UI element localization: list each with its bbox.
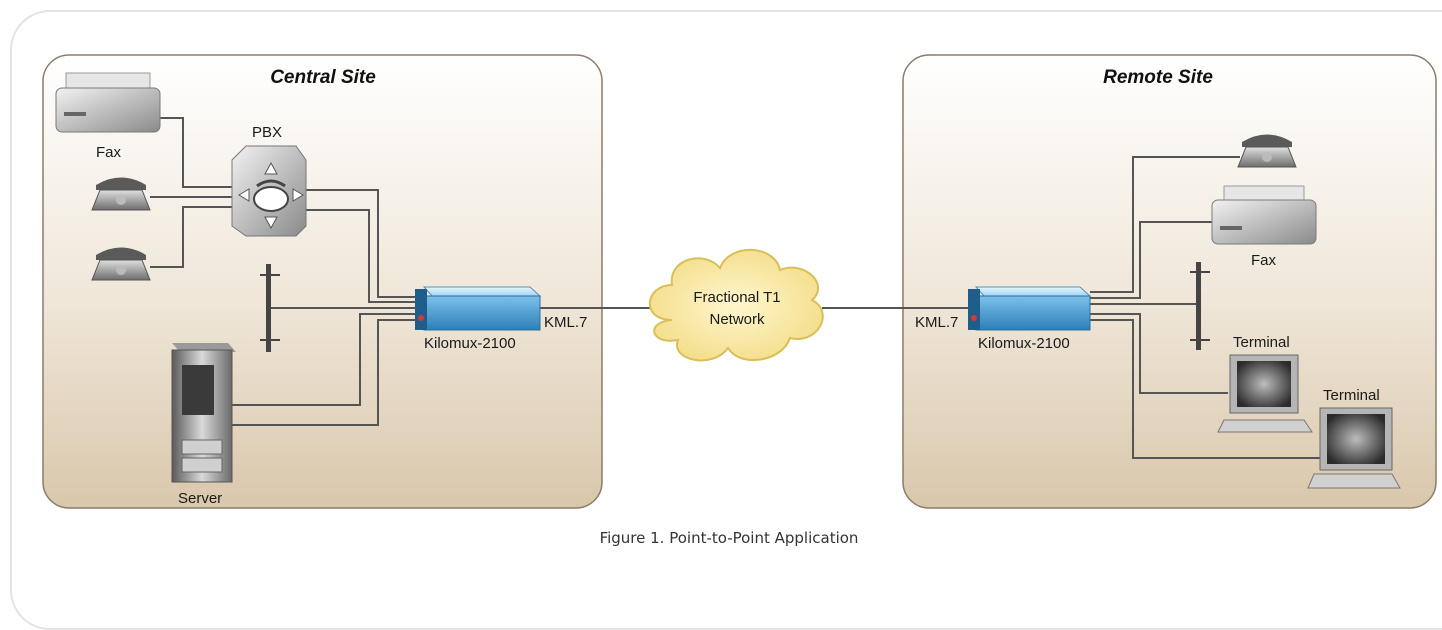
- central-kilomux-icon: [415, 286, 542, 331]
- remote-site-title: Remote Site: [1103, 67, 1213, 88]
- network-diagram: Central Site Remote Site Fax PBX: [42, 54, 1437, 547]
- remote-kilomux-label: Kilomux-2100: [978, 335, 1070, 352]
- network-label-line2: Network: [709, 311, 765, 328]
- central-kilomux-label: Kilomux-2100: [424, 335, 516, 352]
- remote-link-label: KML.7: [915, 314, 958, 331]
- terminal-1-label: Terminal: [1233, 334, 1290, 351]
- pbx-icon: [231, 145, 307, 237]
- remote-fax-icon: [1211, 185, 1317, 245]
- remote-data-bus-icon: [1190, 262, 1210, 350]
- central-fax-icon: [55, 72, 161, 133]
- remote-site-panel: [902, 54, 1437, 509]
- central-fax-label: Fax: [96, 144, 122, 161]
- terminal-1-icon: [1217, 354, 1313, 433]
- remote-phone-icon: [1237, 134, 1297, 168]
- server-label: Server: [178, 490, 222, 507]
- central-site-title: Central Site: [270, 67, 376, 88]
- remote-wiring: [822, 156, 1320, 459]
- central-phone-2-icon: [91, 247, 151, 281]
- terminal-2-label: Terminal: [1323, 387, 1380, 404]
- terminal-2-icon: [1307, 407, 1401, 489]
- central-link-label: KML.7: [544, 314, 587, 331]
- network-cloud-icon: [648, 248, 824, 362]
- network-label-line1: Fractional T1: [693, 289, 780, 306]
- central-data-bus-icon: [260, 264, 280, 352]
- remote-fax-label: Fax: [1251, 252, 1277, 269]
- central-phone-1-icon: [91, 177, 151, 211]
- server-icon: [171, 343, 236, 483]
- remote-kilomux-icon: [968, 286, 1092, 331]
- central-wiring: [150, 117, 655, 426]
- figure-caption: Figure 1. Point-to-Point Application: [600, 529, 859, 547]
- pbx-label: PBX: [252, 124, 282, 141]
